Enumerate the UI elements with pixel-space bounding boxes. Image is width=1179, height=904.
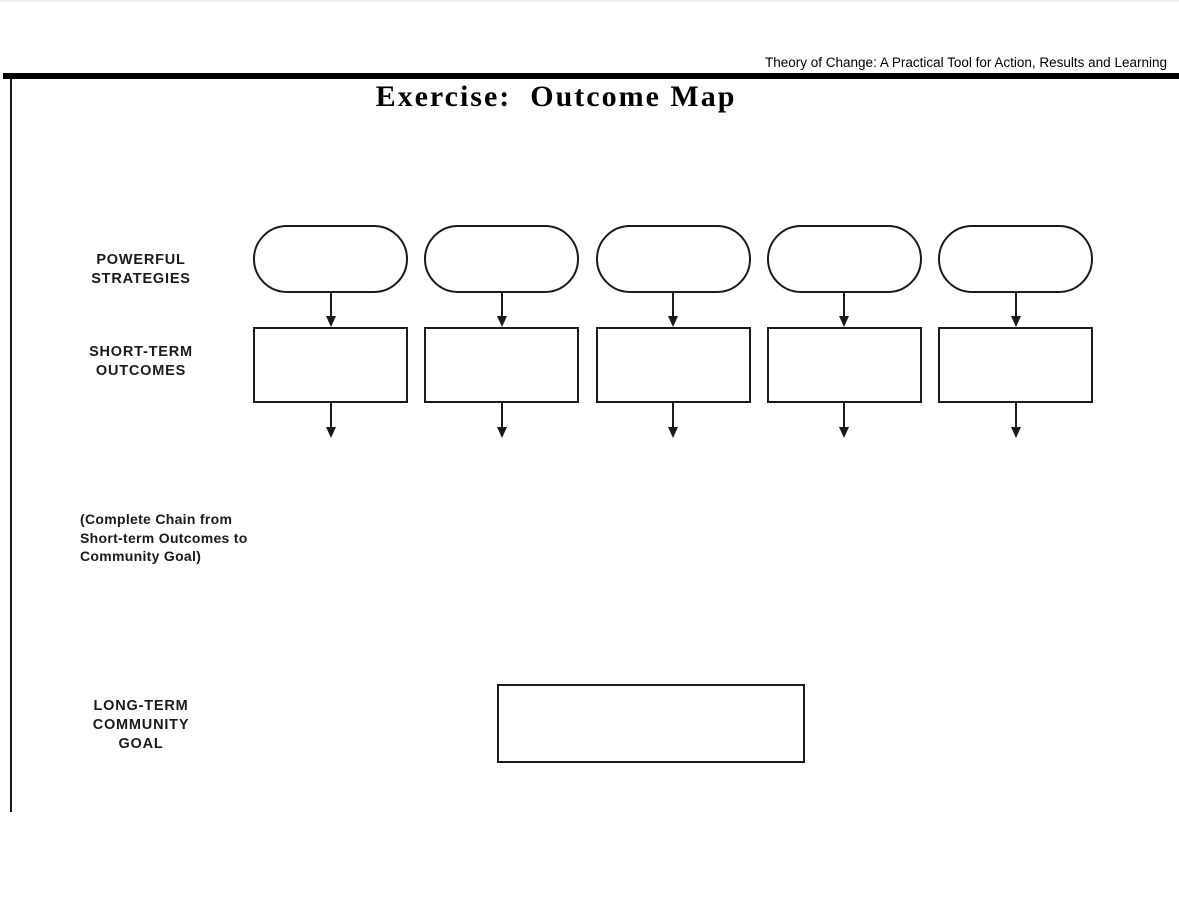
label-long-term-community-goal: LONG-TERM COMMUNITY GOAL: [92, 698, 190, 752]
label-short-term-outcomes: SHORT-TERM OUTCOMES: [89, 344, 193, 379]
strategy-pill: [766, 225, 922, 293]
page-left-border: [10, 79, 12, 812]
down-arrow-icon: [325, 403, 337, 438]
outcome-map-column: [938, 225, 1093, 438]
short-term-outcome-box: [766, 327, 922, 403]
down-arrow-icon: [496, 403, 508, 438]
page-title: Exercise: Outcome Map: [375, 80, 737, 113]
long-term-community-goal-box: [497, 684, 805, 763]
down-arrow-icon: [1010, 293, 1022, 327]
down-arrow-icon: [667, 403, 679, 438]
down-arrow-icon: [325, 293, 337, 327]
strategy-pill: [595, 225, 751, 293]
outcome-map-column: [595, 225, 751, 438]
page-top-edge: [0, 0, 1179, 2]
short-term-outcome-box: [595, 327, 751, 403]
outcome-map-column: [253, 225, 408, 438]
strategy-pill: [938, 225, 1093, 293]
header-rule: [3, 73, 1179, 79]
down-arrow-icon: [1010, 403, 1022, 438]
short-term-outcome-box: [253, 327, 408, 403]
down-arrow-icon: [838, 293, 850, 327]
outcome-map-column: [766, 225, 922, 438]
outcome-map-column: [424, 225, 580, 438]
strategy-pill: [424, 225, 580, 293]
short-term-outcome-box: [424, 327, 580, 403]
strategy-pill: [253, 225, 408, 293]
outcome-map-columns: [253, 225, 1093, 438]
running-header: Theory of Change: A Practical Tool for A…: [765, 55, 1167, 70]
down-arrow-icon: [667, 293, 679, 327]
short-term-outcome-box: [938, 327, 1093, 403]
down-arrow-icon: [838, 403, 850, 438]
label-powerful-strategies: POWERFUL STRATEGIES: [91, 252, 191, 287]
down-arrow-icon: [496, 293, 508, 327]
label-chain-note: (Complete Chain from Short-term Outcomes…: [80, 511, 248, 564]
